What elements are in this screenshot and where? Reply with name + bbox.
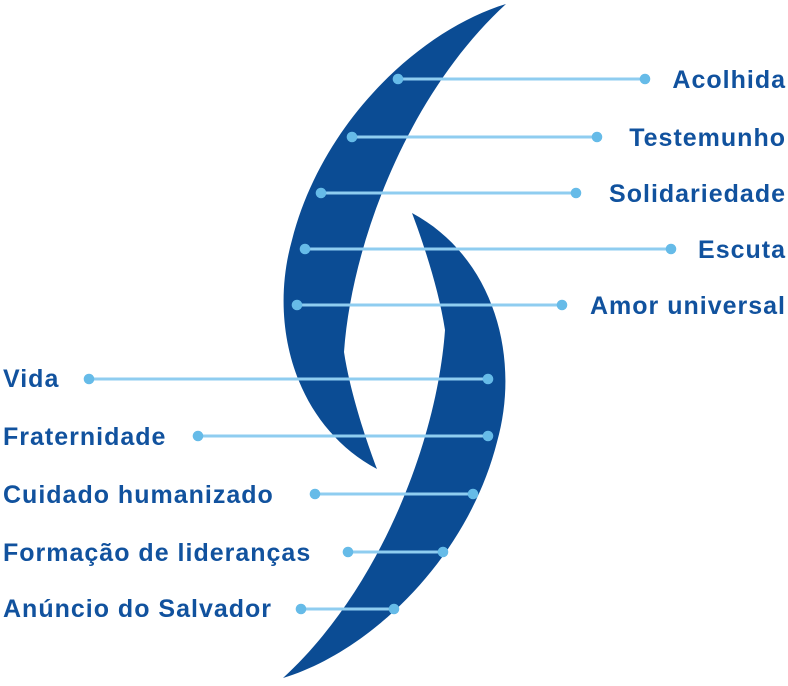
dot-amor-universal-label xyxy=(556,299,568,311)
dot-formacao-de-liderancas-shape xyxy=(437,546,449,558)
dot-solidariedade-shape xyxy=(315,187,327,199)
dot-amor-universal-shape xyxy=(291,299,303,311)
label-anuncio-do-salvador: Anúncio do Salvador xyxy=(3,595,273,623)
label-cuidado-humanizado: Cuidado humanizado xyxy=(3,481,274,509)
connector-lines xyxy=(89,77,671,611)
dot-testemunho-label xyxy=(591,131,603,143)
dot-fraternidade-label xyxy=(192,430,204,442)
dot-vida-shape xyxy=(482,373,494,385)
dot-fraternidade-shape xyxy=(482,430,494,442)
dot-escuta-shape xyxy=(299,243,311,255)
label-formacao-de-liderancas: Formação de lideranças xyxy=(3,539,312,567)
dot-testemunho-shape xyxy=(346,131,358,143)
label-testemunho: Testemunho xyxy=(629,124,786,152)
dot-anuncio-do-salvador-label xyxy=(295,603,307,615)
label-amor-universal: Amor universal xyxy=(589,292,786,320)
dot-anuncio-do-salvador-shape xyxy=(388,603,400,615)
dot-cuidado-humanizado-label xyxy=(309,488,321,500)
connector-dots xyxy=(83,73,677,615)
label-acolhida: Acolhida xyxy=(672,66,786,94)
dot-cuidado-humanizado-shape xyxy=(467,488,479,500)
dot-escuta-label xyxy=(665,243,677,255)
label-escuta: Escuta xyxy=(698,236,786,264)
crescent-top-shape xyxy=(283,4,506,469)
dot-vida-label xyxy=(83,373,95,385)
label-solidariedade: Solidariedade xyxy=(609,180,786,208)
dot-solidariedade-label xyxy=(570,187,582,199)
dot-acolhida-label xyxy=(639,73,651,85)
label-fraternidade: Fraternidade xyxy=(3,423,167,451)
label-vida: Vida xyxy=(3,365,60,393)
dot-acolhida-shape xyxy=(392,73,404,85)
dot-formacao-de-liderancas-label xyxy=(342,546,354,558)
